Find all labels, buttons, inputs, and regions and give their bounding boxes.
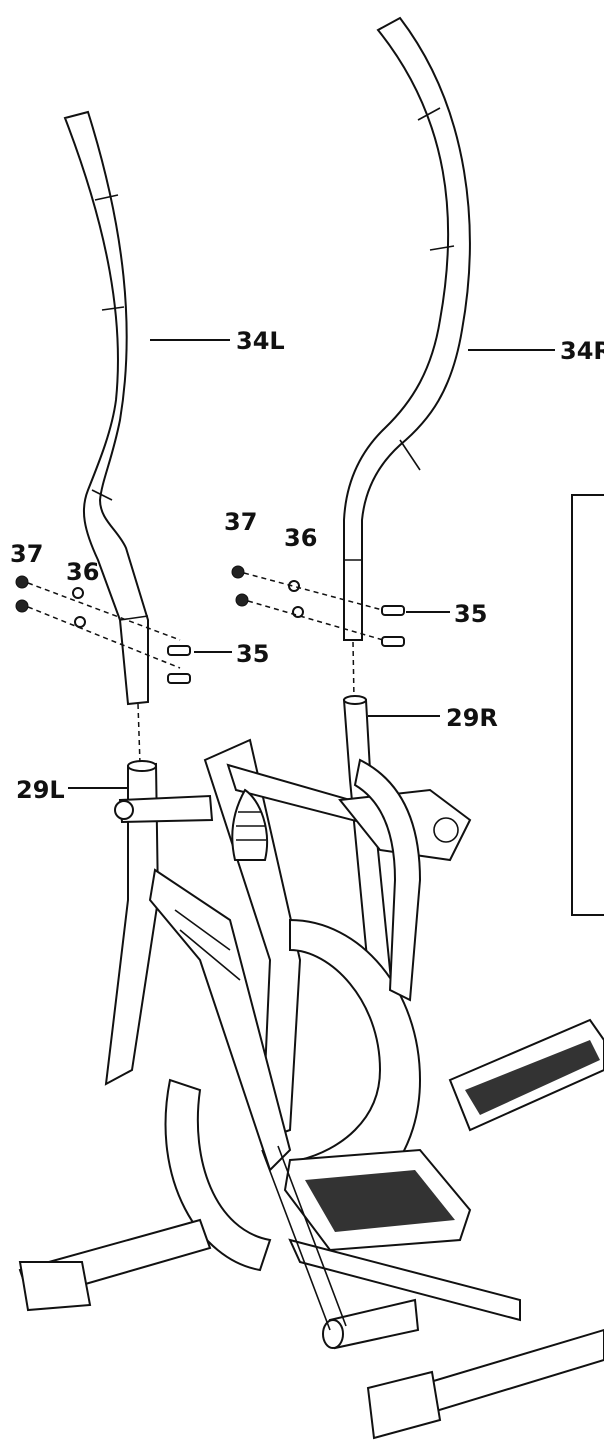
left-handlebar-34L (63, 110, 149, 706)
nut-37-right-upper (231, 565, 245, 579)
nut-37-left-lower (15, 599, 29, 613)
label-34R: 34R (560, 337, 604, 365)
label-34L: 34L (236, 327, 285, 355)
label-37-left: 37 (10, 540, 43, 568)
bolt-35-right-upper (381, 605, 405, 616)
bolt-35-right-lower (381, 636, 405, 647)
label-35-right: 35 (454, 600, 487, 628)
washer-36-left-lower (74, 616, 86, 628)
right-foot-pedal (448, 1018, 604, 1132)
left-foot-pedal (283, 1148, 472, 1252)
cropped-callout-box (571, 494, 604, 916)
label-35-left: 35 (236, 640, 269, 668)
spring-cover (231, 788, 269, 861)
left-hardware-group (15, 575, 191, 684)
base-frame (18, 1145, 604, 1440)
bolt-35-left-upper (167, 645, 191, 656)
washer-36-left-upper (72, 587, 84, 599)
label-29R: 29R (446, 704, 498, 732)
washer-36-right-lower (292, 606, 304, 618)
label-29L: 29L (16, 776, 65, 804)
label-36-right: 36 (284, 524, 317, 552)
front-left-foot-cap (18, 1261, 92, 1312)
bolt-35-left-lower (167, 673, 191, 684)
rear-arm-right (353, 758, 422, 1002)
nut-37-left-upper (15, 575, 29, 589)
rear-foot-cap (366, 1370, 442, 1440)
washer-36-right-upper (288, 580, 300, 592)
nut-37-right-lower (235, 593, 249, 607)
right-handlebar-34R (343, 16, 471, 641)
label-36-left: 36 (66, 558, 99, 586)
label-37-right: 37 (224, 508, 257, 536)
lower-arm-29L (104, 760, 160, 1086)
right-hardware-group (231, 565, 405, 647)
